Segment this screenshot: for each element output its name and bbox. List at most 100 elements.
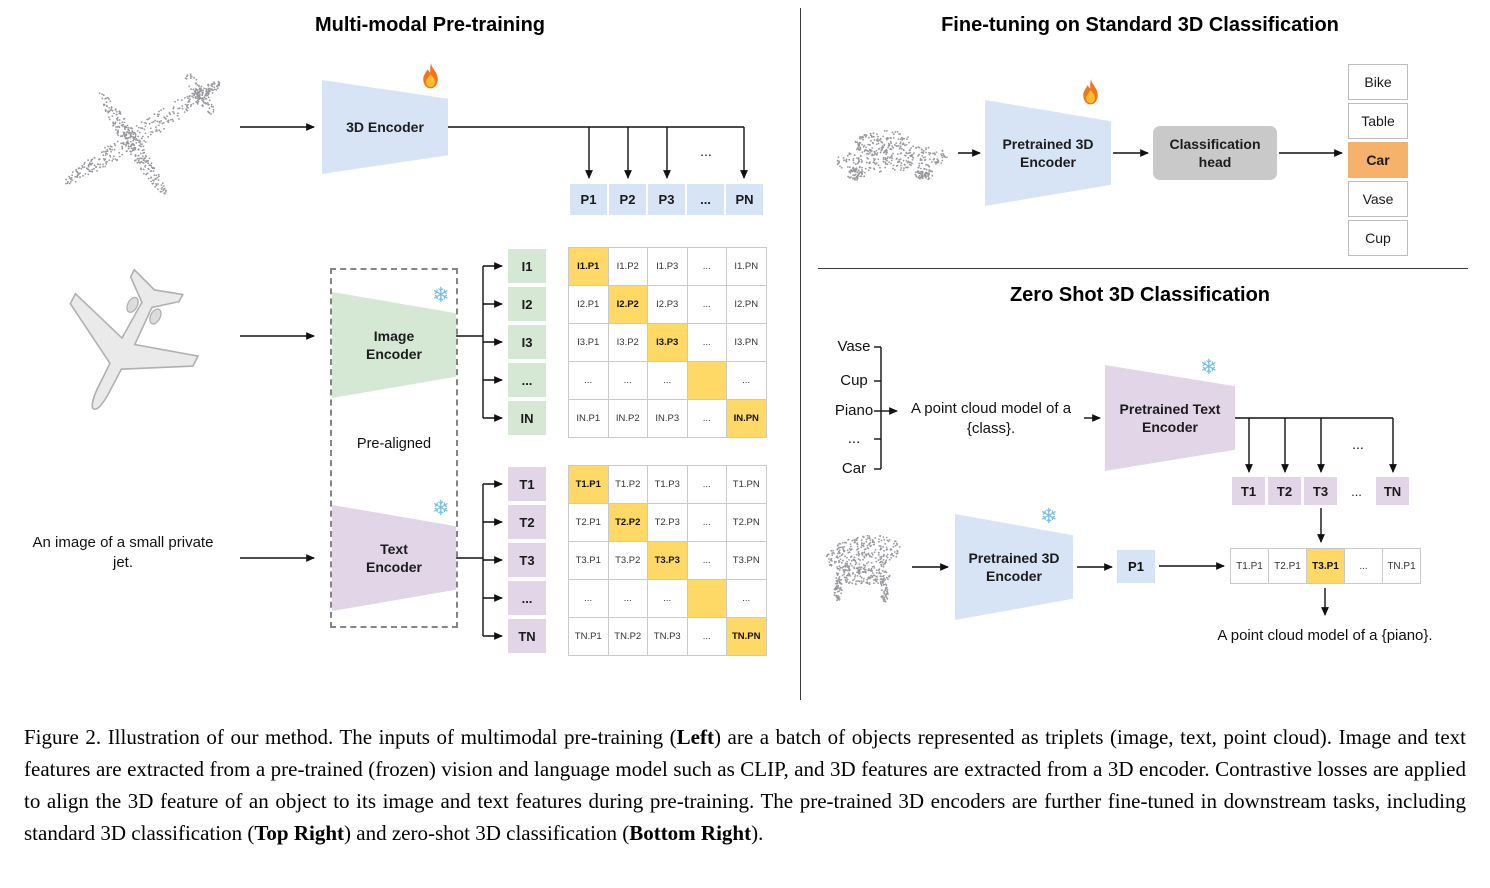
matrix-cell: ... xyxy=(727,362,767,400)
t-feature-cell: T1 xyxy=(1232,477,1265,505)
t-feature-cell: T3 xyxy=(1304,477,1337,505)
zeroshot-3d-encoder-label: Pretrained 3D Encoder xyxy=(968,549,1060,584)
matrix-cell: T3.PN xyxy=(727,542,767,580)
matrix-cell: I1.P1 xyxy=(569,248,609,286)
p-header-cell: ... xyxy=(687,184,724,215)
t-feature-cell: ... xyxy=(1351,483,1362,499)
pre-aligned-label: Pre-aligned xyxy=(356,436,432,452)
similarity-cell: T1.P1 xyxy=(1231,548,1269,584)
matrix-cell: TN.P2 xyxy=(608,618,648,656)
matrix-cell: TN.P3 xyxy=(648,618,688,656)
class-cell: Table xyxy=(1348,103,1408,139)
matrix-cell: T3.P2 xyxy=(608,542,648,580)
matrix-cell: ... xyxy=(608,580,648,618)
image-feature-cell: ... xyxy=(508,363,546,397)
pretrained-text-encoder: Pretrained Text Encoder xyxy=(1105,365,1235,471)
matrix-cell: ... xyxy=(687,504,727,542)
zs-class-label: Car xyxy=(841,460,867,477)
piano-point-cloud xyxy=(825,534,901,603)
matrix-cell: I2.P1 xyxy=(569,286,609,324)
matrix-cell: IN.P1 xyxy=(569,400,609,438)
image-feature-cell: IN xyxy=(508,401,546,435)
pretrained-text-encoder-label: Pretrained Text Encoder xyxy=(1119,400,1221,435)
output-text: A point cloud model of a {piano}. xyxy=(1217,627,1433,644)
fanout-dots: ... xyxy=(1352,436,1364,452)
similarity-cell: T2.P1 xyxy=(1269,548,1307,584)
matrix-cell: T3.P3 xyxy=(648,542,688,580)
prompt-text: A point cloud model of a {class}. xyxy=(910,400,1072,437)
p1-cell: P1 xyxy=(1117,550,1155,583)
text-feature-cell: TN xyxy=(508,619,546,653)
matrix-cell: ... xyxy=(687,542,727,580)
matrix-cell: T1.P1 xyxy=(569,466,609,504)
class-cell: Vase xyxy=(1348,181,1408,217)
airplane-point-cloud xyxy=(65,73,221,195)
text-feature-cell: T1 xyxy=(508,467,546,501)
snowflake-icon: ❄ xyxy=(432,497,450,520)
snowflake-icon: ❄ xyxy=(1040,505,1058,528)
zeroshot-title: Zero Shot 3D Classification xyxy=(1009,284,1271,306)
image-feature-cell: I3 xyxy=(508,325,546,359)
pretrained-3d-encoder: Pretrained 3D Encoder xyxy=(985,100,1111,206)
matrix-cell: T1.PN xyxy=(727,466,767,504)
matrix-cell: IN.P3 xyxy=(648,400,688,438)
fire-icon xyxy=(418,62,443,91)
matrix-cell: I3.P3 xyxy=(648,324,688,362)
matrix-cell: ... xyxy=(687,400,727,438)
matrix-cell: T1.P3 xyxy=(648,466,688,504)
matrix-cell: I1.P2 xyxy=(608,248,648,286)
matrix-cell: ... xyxy=(727,580,767,618)
matrix-cell: ... xyxy=(608,362,648,400)
figure-caption: Figure 2. Illustration of our method. Th… xyxy=(24,725,1466,845)
zeroshot-3d-encoder: Pretrained 3D Encoder xyxy=(955,514,1073,620)
car-point-cloud xyxy=(836,130,948,181)
matrix-cell: I2.P2 xyxy=(608,286,648,324)
pretrained-3d-encoder-label: Pretrained 3D Encoder xyxy=(1002,135,1094,170)
matrix-cell: T2.P3 xyxy=(648,504,688,542)
matrix-cell: IN.PN xyxy=(727,400,767,438)
matrix-cell: I3.P1 xyxy=(569,324,609,362)
image-caption-text: An image of a small private jet. xyxy=(32,534,214,571)
fire-icon xyxy=(1078,78,1103,107)
matrix-cell: ... xyxy=(648,580,688,618)
class-cell: Car xyxy=(1348,142,1408,178)
t-feature-cell: TN xyxy=(1376,477,1409,505)
jet-image xyxy=(69,268,200,411)
matrix-cell: T2.P2 xyxy=(608,504,648,542)
matrix-cell: ... xyxy=(569,362,609,400)
text-encoder-label: Text Encoder xyxy=(365,540,422,575)
matrix-cell: ... xyxy=(687,324,727,362)
matrix-cell: I2.P3 xyxy=(648,286,688,324)
divider-vertical xyxy=(800,8,801,700)
class-cell: Cup xyxy=(1348,220,1408,256)
matrix-cell: T1.P2 xyxy=(608,466,648,504)
3d-encoder-label: 3D Encoder xyxy=(346,118,424,135)
matrix-cell: I3.P2 xyxy=(608,324,648,362)
zs-class-label: Cup xyxy=(840,372,868,389)
matrix-cell: IN.P2 xyxy=(608,400,648,438)
snowflake-icon: ❄ xyxy=(1200,356,1218,379)
zs-class-label: Vase xyxy=(837,338,871,355)
matrix-cell: ... xyxy=(687,466,727,504)
matrix-cell: ... xyxy=(687,248,727,286)
p-header-cell: P1 xyxy=(570,184,607,215)
matrix-cell: ... xyxy=(648,362,688,400)
matrix-cell: TN.P1 xyxy=(569,618,609,656)
matrix-cell: T2.PN xyxy=(727,504,767,542)
matrix-cell: I1.P3 xyxy=(648,248,688,286)
matrix-cell xyxy=(687,580,727,618)
text-encoder: Text Encoder xyxy=(332,505,456,611)
matrix-cell: ... xyxy=(687,286,727,324)
matrix-cell: ... xyxy=(569,580,609,618)
pretraining-title: Multi-modal Pre-training xyxy=(315,14,545,36)
t-feature-cell: T2 xyxy=(1268,477,1301,505)
matrix-cell: I2.PN xyxy=(727,286,767,324)
similarity-cell: T3.P1 xyxy=(1307,548,1345,584)
matrix-cell: ... xyxy=(687,618,727,656)
text-feature-cell: T3 xyxy=(508,543,546,577)
